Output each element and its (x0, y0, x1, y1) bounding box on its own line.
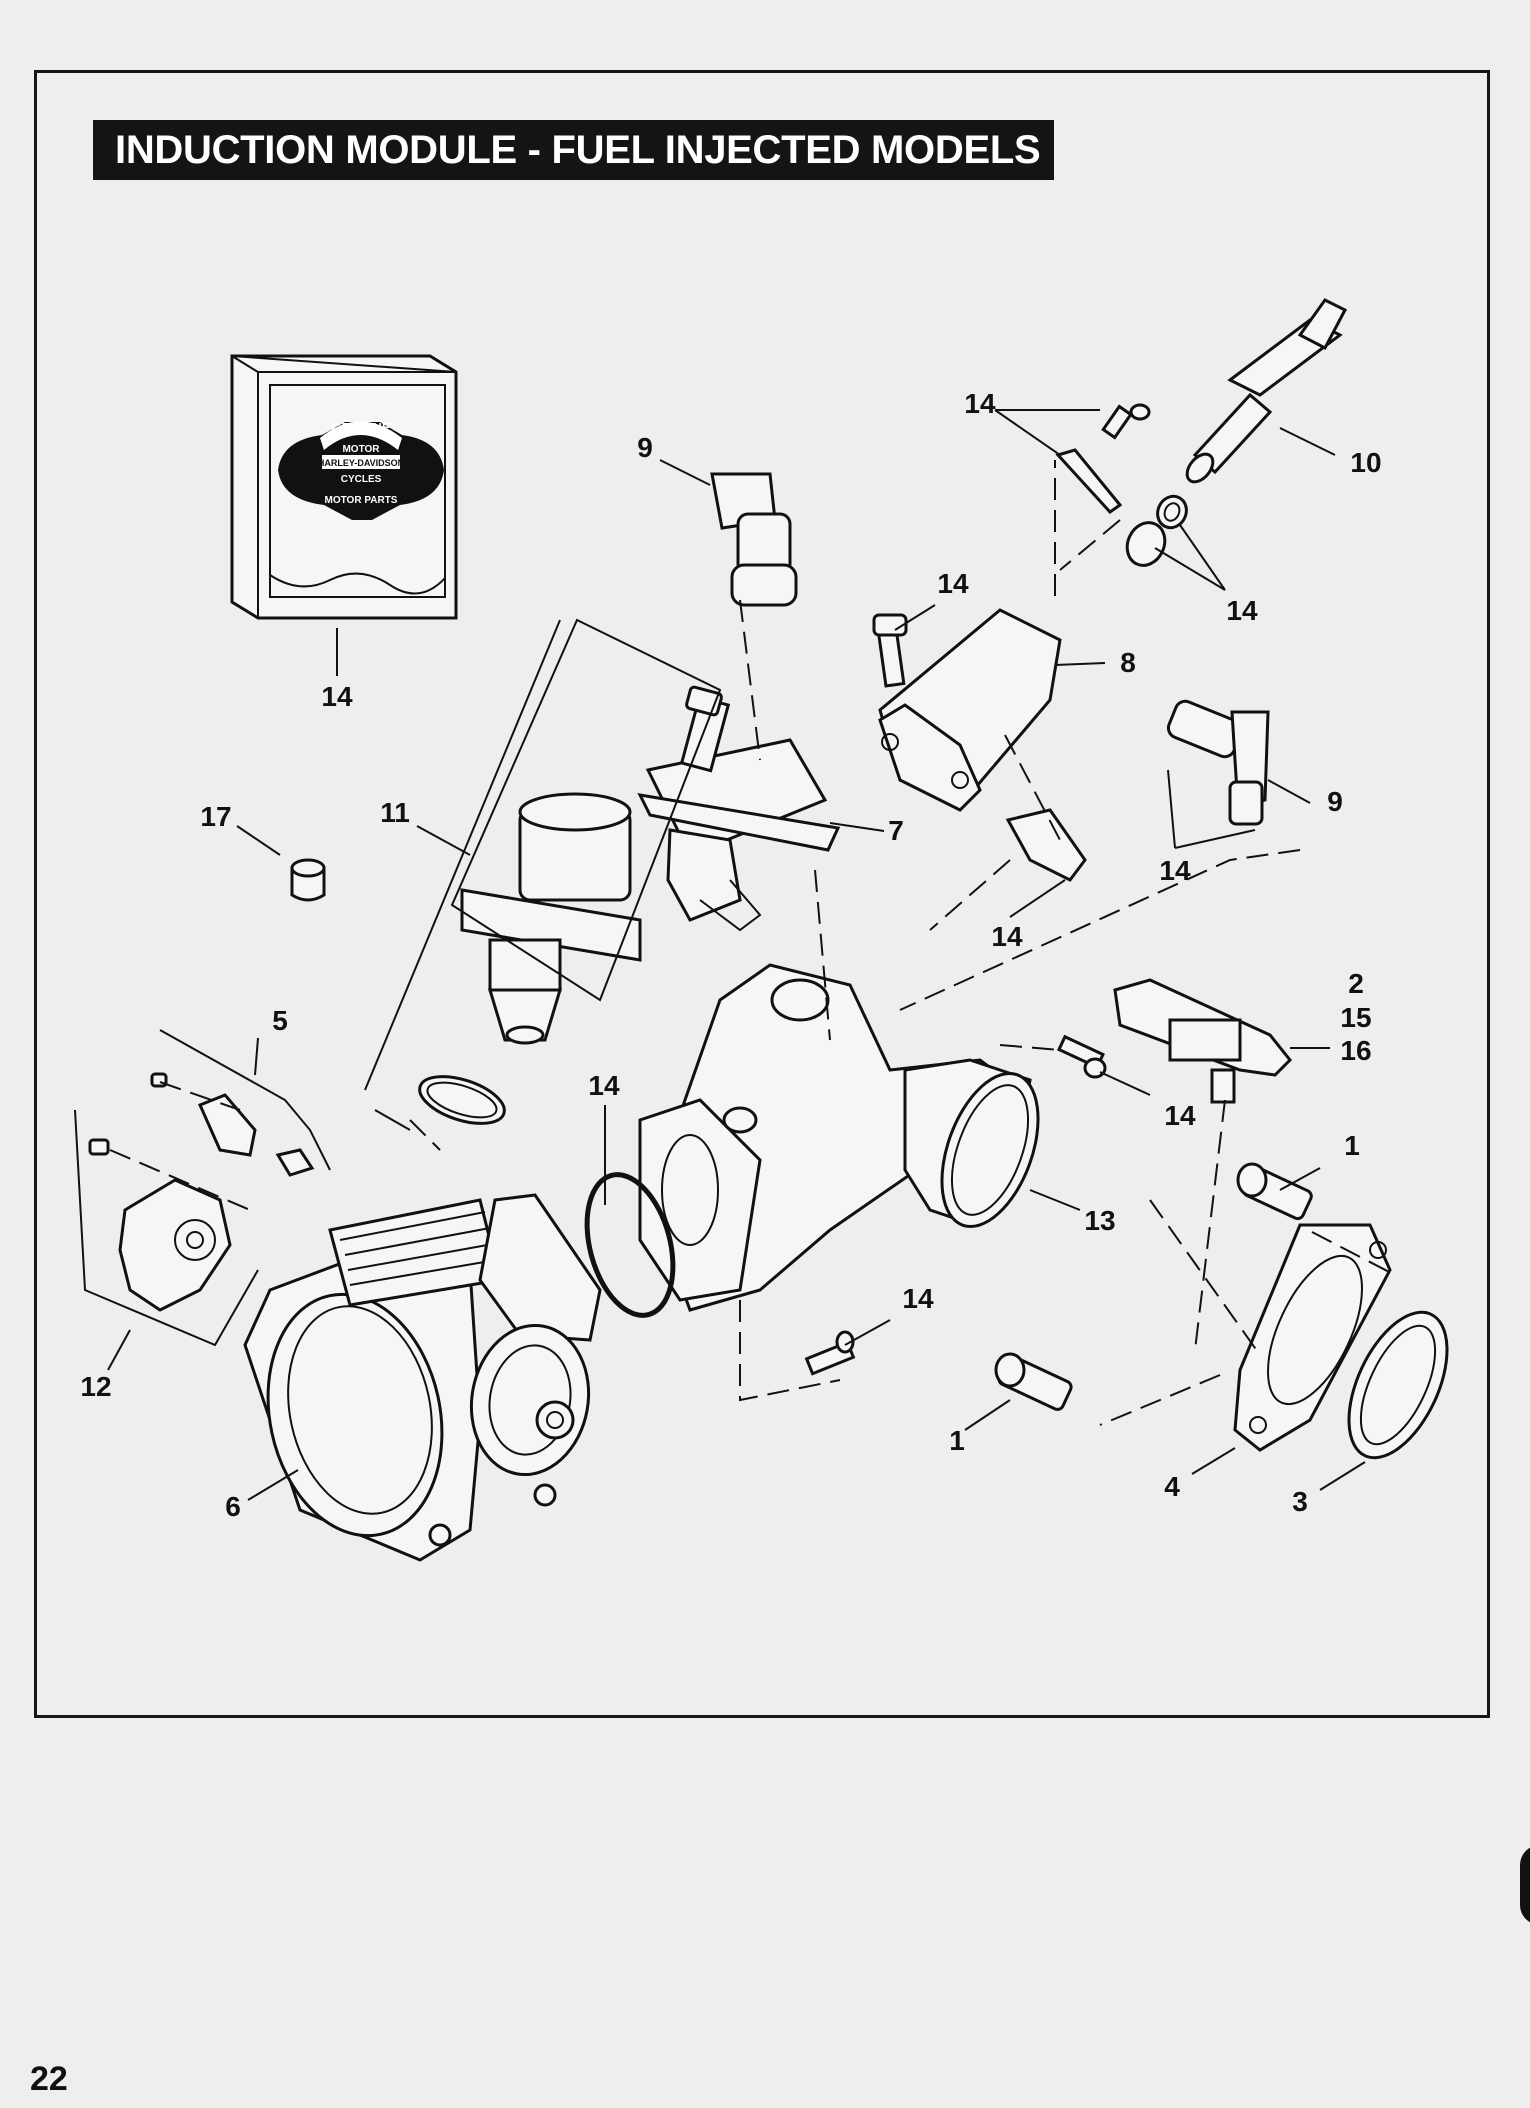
callout-14-top: 14 (964, 388, 996, 419)
callout-9-right: 9 (1327, 786, 1343, 817)
part-1-screw-bottom (994, 1352, 1073, 1411)
part-6-throttle-body (243, 1193, 602, 1562)
part-13-intake-manifold (638, 963, 1040, 1312)
part-11-o-ring-inner (426, 1081, 498, 1119)
callout-14-screw: 14 (937, 568, 969, 599)
part-10-fuel-hose (1185, 298, 1348, 484)
part-7-screw (679, 685, 731, 773)
part-4-flange (1233, 1223, 1392, 1452)
callout-6: 6 (225, 1491, 241, 1522)
part-7-sensor-bracket (637, 738, 841, 932)
callout-2: 2 (1348, 968, 1364, 999)
section-tab-marker (1520, 1845, 1530, 1925)
part-3-seal (1347, 1310, 1449, 1460)
callout-1-bottom: 1 (949, 1425, 965, 1456)
callout-14-manifold-o-ring: 14 (588, 1070, 620, 1101)
callout-5: 5 (272, 1005, 288, 1036)
part-9-fuel-injector-right (1166, 699, 1270, 826)
page-number: 22 (30, 2060, 68, 2098)
logo-harley-davidson-text: HARLEY-DAVIDSON (318, 458, 404, 468)
part-12-throttle-position-sensor (88, 1138, 232, 1312)
logo-cycles-text: CYCLES (341, 474, 382, 485)
bottom-screw-14 (804, 1330, 856, 1376)
callout-9-top: 9 (637, 432, 653, 463)
callout-labels: 14 17 11 9 14 10 14 14 8 7 9 14 14 2 15 … (80, 388, 1381, 1522)
callout-14-clip: 14 (991, 921, 1023, 952)
assembly-lines (74, 460, 1396, 1426)
part-17-cap (290, 858, 326, 902)
callout-15: 15 (1340, 1002, 1371, 1033)
callout-1-right: 1 (1344, 1130, 1360, 1161)
callout-17: 17 (200, 801, 231, 832)
diagram-frame (34, 70, 1490, 1718)
part-8-fuel-rail (878, 608, 1062, 812)
callout-3: 3 (1292, 1486, 1308, 1517)
logo-motor-parts-text: MOTOR PARTS (325, 495, 398, 506)
part-2-map-sensor (1113, 978, 1293, 1104)
callout-10: 10 (1350, 447, 1381, 478)
callout-4: 4 (1164, 1471, 1180, 1502)
callout-14-kit: 14 (321, 681, 353, 712)
logo-genuine-text: GENUINE (331, 420, 391, 435)
part-9-fuel-injector-top (710, 472, 798, 607)
page-title: INDUCTION MODULE - FUEL INJECTED MODELS (93, 120, 1055, 180)
leader-lines (107, 409, 1366, 1501)
part-8-screw (872, 613, 908, 688)
callout-14-bottom: 14 (902, 1283, 934, 1314)
part-11-idle-air-control-valve (460, 792, 642, 1045)
part-5-sensor (150, 1072, 315, 1177)
callout-13: 13 (1084, 1205, 1115, 1236)
callout-14-o-ring: 14 (1226, 595, 1258, 626)
callout-7: 7 (888, 815, 904, 846)
part-14-manifold-o-ring (584, 1172, 676, 1318)
logo-motor-text: MOTOR (342, 444, 380, 455)
part-14-fuel-clip (1005, 808, 1087, 882)
top-right-hardware (1055, 403, 1188, 567)
part-11-o-ring (418, 1075, 506, 1125)
genuine-motor-parts-logo: GENUINE MOTOR HARLEY-DAVIDSON CYCLES MOT… (278, 420, 444, 520)
callout-14-map-screw: 14 (1164, 1100, 1196, 1131)
callout-8: 8 (1120, 647, 1136, 678)
genuine-parts-kit-box: GENUINE MOTOR HARLEY-DAVIDSON CYCLES MOT… (230, 354, 458, 620)
callout-16: 16 (1340, 1035, 1371, 1066)
callout-12: 12 (80, 1371, 111, 1402)
callout-14-injector: 14 (1159, 855, 1191, 886)
callout-11: 11 (380, 797, 410, 828)
part-1-screw-right (1236, 1162, 1313, 1221)
